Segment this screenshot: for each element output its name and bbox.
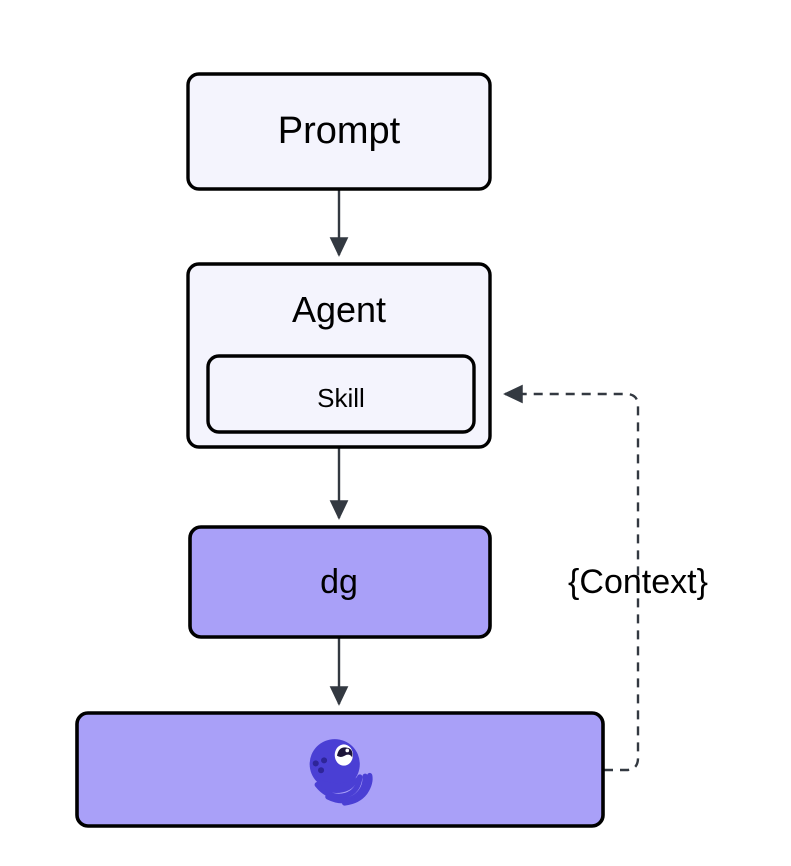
node-dg[interactable] [188, 525, 492, 639]
dagster-octopus-logo [299, 733, 375, 809]
node-skill[interactable] [206, 354, 476, 434]
octopus-tentacles [314, 772, 373, 806]
octopus-dots [312, 757, 328, 774]
edge-dagster-to-skill [503, 384, 640, 772]
node-prompt[interactable] [186, 72, 492, 191]
octopus-eye [334, 744, 353, 766]
